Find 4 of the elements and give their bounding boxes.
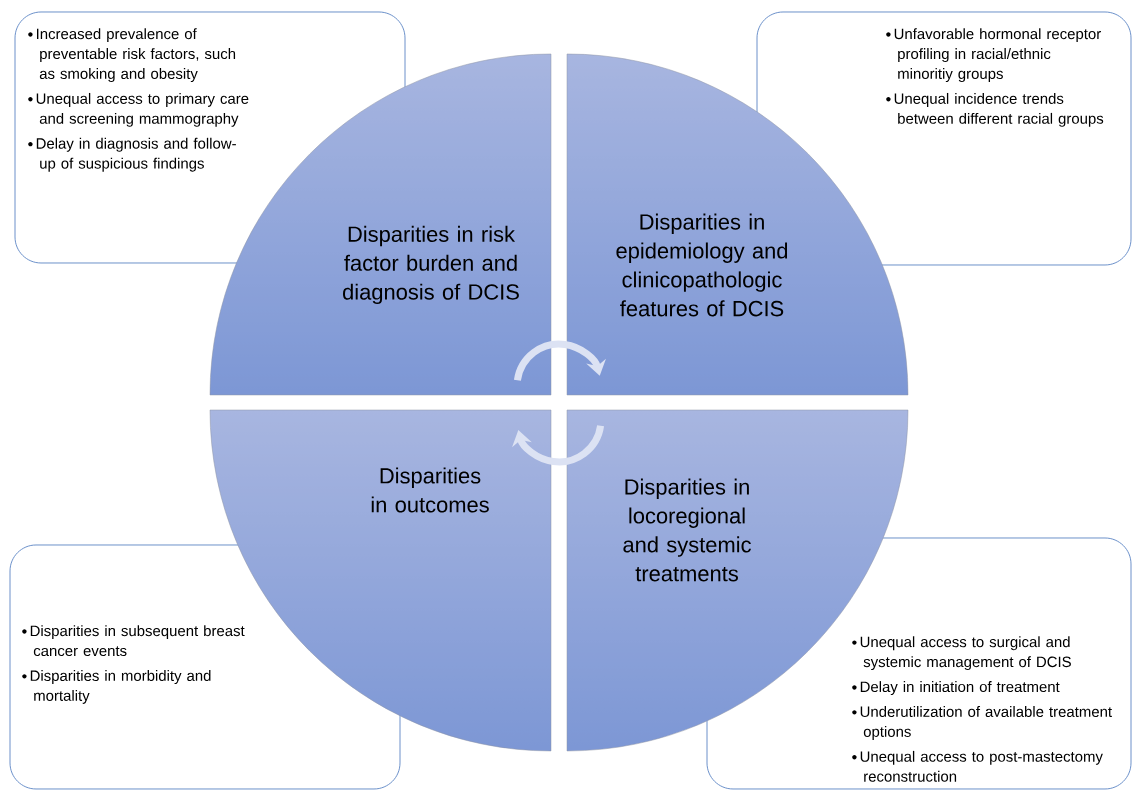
curved-arrow: [514, 340, 606, 381]
bullet-item: Disparities in morbidity and mortality: [22, 670, 211, 704]
bullet-item: Unequal access to post-mastectomy reconstruction: [852, 750, 1103, 782]
curved-arrow: [512, 425, 605, 466]
